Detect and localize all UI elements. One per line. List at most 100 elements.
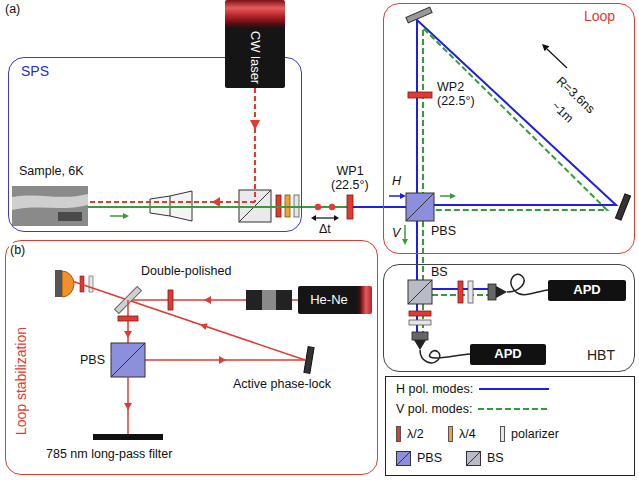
- legend-box: H pol. modes: V pol. modes: λ/2 λ/4 polarize…: [385, 376, 635, 476]
- group-box: Loop: [383, 3, 635, 254]
- polarizing-beam-splitter: [406, 193, 434, 221]
- half-wave-plate: [347, 195, 353, 219]
- fiber-coupler: [414, 340, 426, 350]
- laser-name: He-Ne: [310, 293, 348, 308]
- beam-arrow: [402, 239, 408, 245]
- line-sample: [479, 385, 549, 393]
- beam-arrow: [250, 120, 260, 130]
- cube-swatch: [396, 451, 411, 466]
- legend-text: polarizer: [511, 427, 559, 441]
- beam-splitter-cube: [408, 280, 432, 304]
- mirror: [304, 347, 314, 374]
- legend-item: H pol. modes:: [396, 382, 549, 396]
- cube-diagonal: [397, 452, 410, 465]
- sample-image: [12, 194, 88, 210]
- laser-head: CW laser: [225, 0, 285, 88]
- legend-item: BS: [466, 451, 504, 466]
- legend-text: V pol. modes:: [396, 402, 472, 416]
- line-sample: [479, 388, 549, 390]
- beam-arrow: [124, 403, 132, 410]
- photon-beam: [417, 20, 616, 207]
- polarizer: [468, 281, 473, 303]
- panel-label: (a): [4, 2, 21, 16]
- cube-diagonal: [397, 452, 410, 465]
- long-pass-filter: [93, 434, 163, 440]
- optical-isolator: [276, 290, 292, 310]
- polarization-label: V: [391, 226, 401, 240]
- beam-connector: [416, 254, 418, 264]
- plate-swatch: [396, 426, 401, 442]
- laser-beam: [74, 282, 305, 360]
- sample-image: [12, 186, 88, 226]
- mirror: [615, 194, 630, 220]
- laser-beam: [254, 88, 256, 202]
- polarizing-beam-splitter: [111, 343, 145, 377]
- optical-isolator: [246, 290, 262, 310]
- beam-splitter-cube: [408, 280, 432, 304]
- legend-item: PBS: [396, 451, 442, 466]
- legend-text: λ/4: [459, 427, 476, 441]
- legend-text: H pol. modes:: [396, 382, 473, 396]
- beam-arrow: [124, 331, 132, 338]
- angle-label: (22.5°): [330, 178, 370, 192]
- detector-name: APD: [494, 347, 521, 362]
- polarizing-beam-splitter: [406, 193, 434, 221]
- part-label: PBS: [430, 224, 457, 238]
- half-wave-plate: [168, 290, 173, 310]
- half-wave-plate: [409, 311, 431, 316]
- polarizing-beam-splitter: [111, 343, 145, 377]
- part-label: BS: [430, 265, 449, 279]
- optical-isolator: [262, 290, 276, 310]
- photodiode: [55, 270, 62, 297]
- cube-diagonal: [467, 452, 480, 465]
- photodiode: [62, 271, 74, 297]
- mirror: [406, 7, 432, 23]
- photon-beam: [422, 221, 424, 280]
- photon-beam: [423, 28, 607, 210]
- half-wave-plate: [458, 281, 463, 303]
- photon-beam: [416, 221, 418, 254]
- part-label: 785 nm long-pass filter: [45, 447, 173, 461]
- beam-arrow: [204, 296, 211, 304]
- detector-name: APD: [573, 283, 600, 298]
- delay-label: Δt: [318, 222, 332, 236]
- delay-arrow: [315, 217, 335, 218]
- laser-name: CW laser: [248, 30, 263, 83]
- plate-swatch: [448, 426, 453, 442]
- cube-diagonal: [467, 452, 480, 465]
- legend-text: λ/2: [407, 427, 424, 441]
- group-title: HBT: [587, 347, 615, 363]
- legend-item: V pol. modes:: [396, 402, 548, 416]
- legend-item: polarizer: [500, 426, 559, 442]
- delay-arrow: [334, 215, 339, 221]
- photon-beam: [416, 304, 418, 332]
- optical-fiber: [507, 274, 548, 294]
- part-label: PBS: [79, 353, 106, 367]
- beam-arrow: [450, 193, 456, 199]
- fiber-coupler: [412, 332, 428, 340]
- optical-fiber: [420, 350, 470, 363]
- sample-image: [58, 212, 82, 221]
- cube-swatch: [466, 451, 481, 466]
- legend-item: λ/2: [396, 426, 424, 442]
- laser-head: He-Ne: [298, 286, 372, 314]
- laser-beam: [88, 201, 255, 203]
- beam-arrow: [389, 195, 401, 197]
- beam-arrow: [200, 323, 208, 330]
- group-box: HBT APD APD: [383, 264, 635, 372]
- beam-arrow: [404, 225, 406, 239]
- photon-beam: [422, 304, 424, 332]
- beam-arrow: [400, 193, 406, 199]
- legend-item: λ/4: [448, 426, 476, 442]
- detector-box: APD: [548, 280, 626, 301]
- plate-swatch: [500, 426, 505, 442]
- photon-beam: [416, 264, 418, 280]
- group-title: SPS: [21, 63, 49, 79]
- beam-arrow: [219, 356, 226, 364]
- half-wave-plate: [408, 92, 432, 98]
- legend-text: PBS: [417, 451, 442, 465]
- polarizer: [409, 320, 431, 325]
- photon-dot: [329, 204, 335, 210]
- polarization-label: H: [391, 174, 402, 188]
